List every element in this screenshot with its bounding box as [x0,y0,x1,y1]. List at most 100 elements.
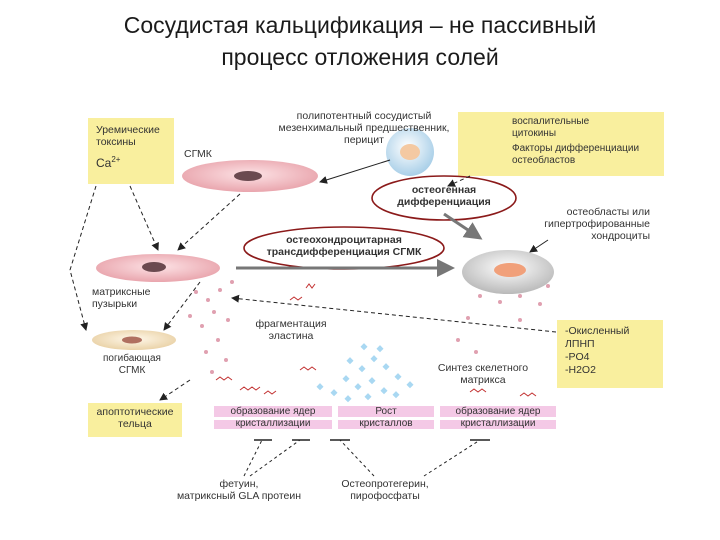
skeletal-matrix-line2: матрикса [460,374,506,386]
vesicle-dot [206,298,210,302]
nucleation-bar-right-2 [440,420,556,429]
progenitor-line2: мезенхимальный предшественник, [278,122,450,134]
vesicle-dot [474,350,478,354]
vesicle-dot [212,310,216,314]
sgmk-label: СГМК [184,148,212,160]
elastin-fragment-4 [305,283,316,289]
crystal [342,375,350,383]
crystal [380,387,388,395]
elastin-label: фрагментация эластина [246,318,336,342]
nucleation-bar-left [214,406,332,417]
elastin-fragment-3 [289,296,303,301]
dying-sgmk-label: погибающая СГМК [92,353,172,377]
nucleation-right-line2: кристаллизации [460,418,536,429]
osteoblasts-label: остеобласты или гипертрофированные хондр… [510,206,650,242]
vesicle-dot [200,324,204,328]
cytokines-line2: цитокины [512,127,557,139]
oxidized-line1: -Окисленный [565,325,630,337]
progenitor-label: полипотентный сосудистый мезенхимальный … [264,110,464,146]
vesicle-dot [218,288,222,292]
dying-sgmk-line2: СГМК [118,365,146,376]
progenitor-line3: перицит [344,134,384,146]
osteogenic-line2: дифференциация [397,196,491,208]
skeletal-matrix-line1: Синтез скелетного [437,362,529,374]
sgmk-to-matrix-arrow [177,193,241,251]
nucleation-right-line1: образование ядер [455,406,541,417]
vesicle-dot [518,294,522,298]
crystal [358,365,366,373]
osteoblast-label-arrow [529,239,549,253]
elastin-fragment-1 [215,376,233,381]
osteoblasts-line2: гипертрофированные [544,218,650,230]
oxidized-line2: ЛПНП [565,338,595,350]
fetuin-inhibit-left [243,439,263,477]
vesicle-dot [230,280,234,284]
vesicle-dot [224,358,228,362]
vesicle-dot [546,284,550,288]
osteoblasts-line3: хондроциты [591,230,650,242]
opg-inhibit-left [339,439,375,477]
vesicle-dot [498,300,502,304]
crystal [392,391,400,399]
elastin-line1: фрагментация [255,318,327,330]
vesicle-dot [478,294,482,298]
osteogenic-arrow [443,212,483,240]
opg-inhibit-right [423,439,481,477]
crystal-growth-bar-2 [338,420,434,429]
slide-title-line2: процесс отложения солей [221,44,499,70]
osteoblast-nucleus [494,263,526,277]
progenitor-to-sgmk-arrow [319,159,391,184]
oxidized-line4: -H2O2 [565,364,596,376]
osteoprotegerin-line1: Остеопротегерин, [341,478,429,490]
elastin-fragment-6 [469,388,487,393]
ca-label: Ca [96,156,112,170]
crystal [354,383,362,391]
crystal [376,345,384,353]
vesicle-dot [216,338,220,342]
crystal [370,355,378,363]
crystal [394,373,402,381]
crystal-growth-line1: Рост [375,406,397,417]
fetuin-line1: фетуин, [219,478,259,490]
crystal [330,389,338,397]
apoptotic-line2: тельца [118,418,152,430]
nucleation-right-label: образование ядер кристаллизации [440,406,556,430]
nucleation-left-label: образование ядер кристаллизации [214,406,332,430]
oxidized-ldl-box: -Окисленный ЛПНП -PO4 -H2O2 [557,320,663,388]
fetuin-label: фетуин, матриксный GLA протеин [164,478,314,502]
vesicle-dot [518,318,522,322]
progenitor-nucleus [400,144,420,160]
dying-to-apoptotic-arrow [159,379,191,401]
uremic-to-matrix-arrow [129,185,159,251]
elastin-fragment-2 [239,386,261,391]
vesicle-dot [456,338,460,342]
osteoblasts-line1: остеобласты или [566,206,650,218]
progenitor-line1: полипотентный сосудистый [296,110,432,122]
cytokines-box: воспалительные цитокины Факторы дифферен… [458,112,664,176]
osteoprotegerin-line2: пирофосфаты [350,490,420,502]
uremic-line2: токсины [96,136,136,148]
nucleation-left-line2: кристаллизации [235,418,311,429]
uremic-line1: Уремические [96,124,160,136]
matrix-vesicles-line1: матриксные [92,286,151,298]
nucleation-bar-right [440,406,556,417]
sgmk-nucleus [234,171,262,181]
elastin-line2: эластина [268,330,314,342]
apoptotic-line1: апоптотические [96,406,174,418]
osteogenic-highlight [371,175,517,221]
fetuin-line2: матриксный GLA протеин [176,490,302,502]
uremic-toxins-box: Уремические токсины Ca2+ [88,118,174,184]
elastin-fragment-5 [263,390,277,395]
crystal [344,395,352,403]
matrix-vesicle-nucleus [142,262,166,272]
crystal-growth-line2: кристаллов [359,418,413,429]
dying-sgmk-nucleus [122,336,142,344]
fetuin-inhibit-right [249,439,301,477]
vesicle-dot [204,350,208,354]
uremic-to-dying-arrow [69,185,97,331]
slide-title-line1: Сосудистая кальцификация – не пассивный [123,12,597,38]
vesicle-dot [194,290,198,294]
oxidized-to-cell-arrow [231,294,557,333]
oxidized-line3: -PO4 [565,351,590,363]
osteogenic-label: остеогенная дифференциация [384,184,504,208]
